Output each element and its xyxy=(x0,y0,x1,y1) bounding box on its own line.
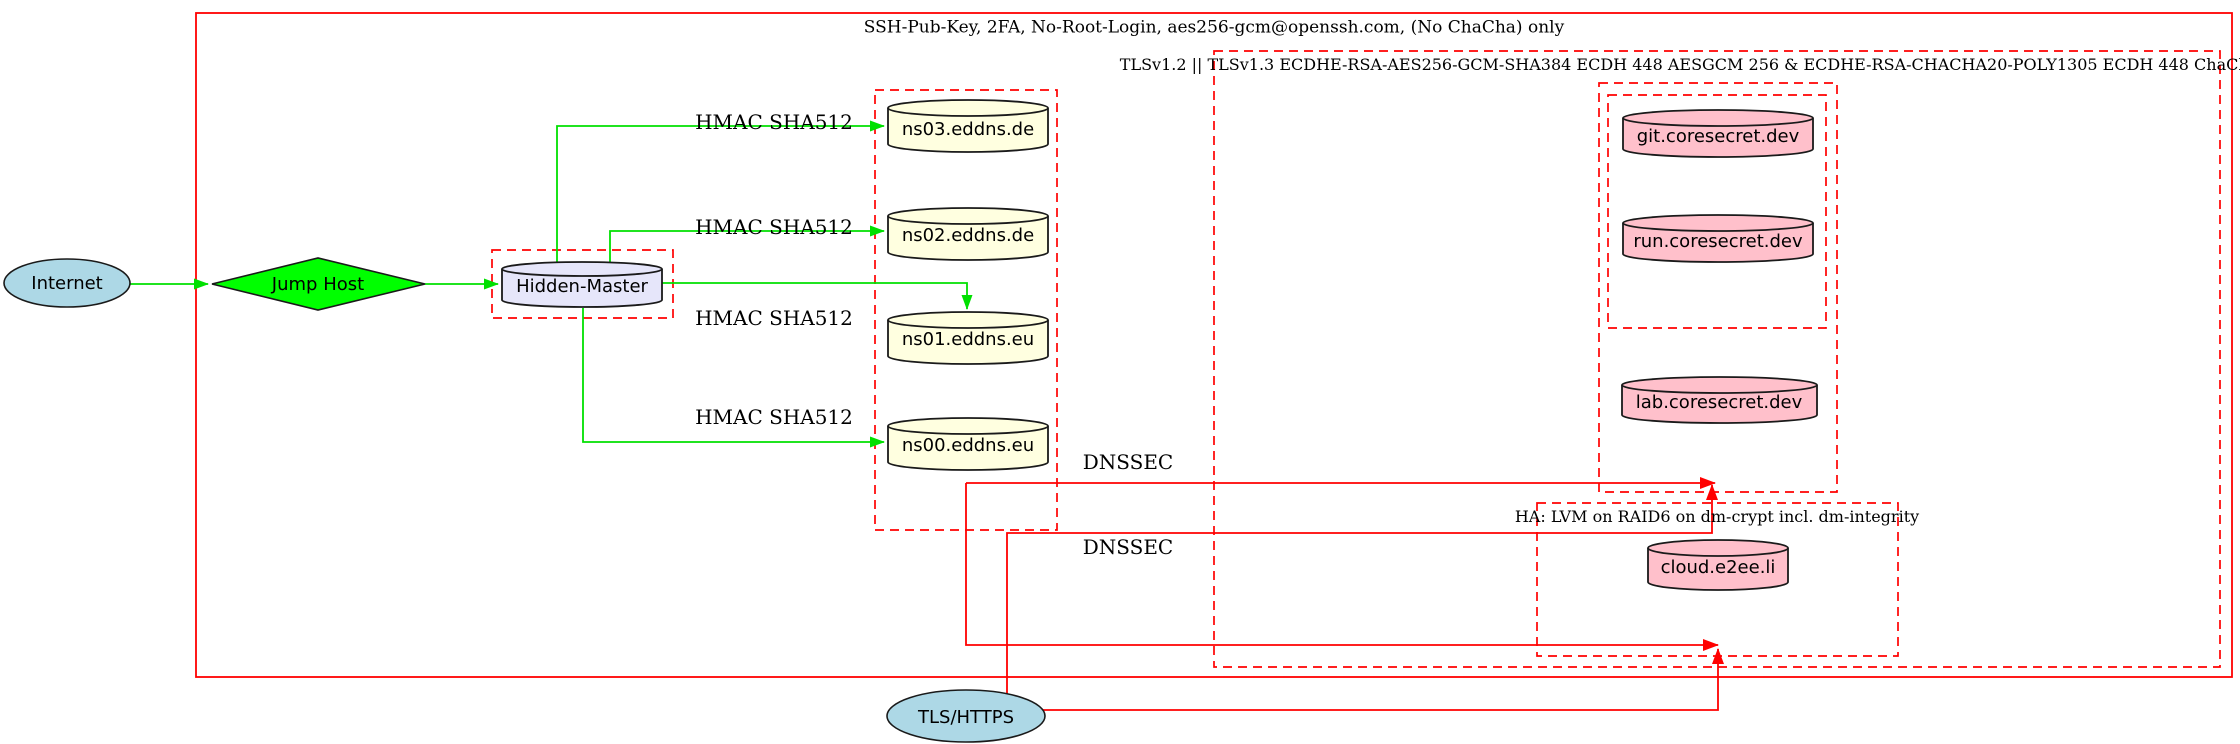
node-lab-cylinder xyxy=(1621,376,1818,424)
node-cloud-label: cloud.e2ee.li xyxy=(1660,557,1776,578)
edge-tlshttps-to-coresecret xyxy=(1006,484,1718,694)
node-hiddenmaster-label: Hidden-Master xyxy=(516,276,648,297)
node-ns02-cylinder-rim xyxy=(887,215,1049,225)
cluster-coresecret-outer-box xyxy=(1598,82,1838,493)
node-run-cylinder-rim xyxy=(1622,222,1814,232)
node-jumphost-diamond xyxy=(211,257,426,311)
edge-label-hmac-ns01: HMAC SHA512 xyxy=(695,306,853,330)
node-internet-ellipse xyxy=(3,258,131,308)
node-cloud-cylinder xyxy=(1647,539,1789,591)
node-hiddenmaster-cylinder xyxy=(501,261,663,308)
edge-label-hmac-ns00: HMAC SHA512 xyxy=(695,405,853,429)
node-ns01-cylinder-rim xyxy=(887,319,1049,329)
node-ns03-label: ns03.eddns.de xyxy=(901,119,1035,140)
node-ns02-label: ns02.eddns.de xyxy=(901,225,1035,246)
cluster-ha-label: HA: LVM on RAID6 on dm-crypt incl. dm-in… xyxy=(1514,507,1920,526)
node-lab-cylinder-rim xyxy=(1621,384,1818,394)
node-git-cylinder-rim xyxy=(1622,117,1814,127)
node-run-label: run.coresecret.dev xyxy=(1633,231,1803,252)
node-ns03-cylinder xyxy=(887,99,1049,153)
cluster-gitrun-inner-box xyxy=(1607,94,1827,329)
edge-label-dnssec-2: DNSSEC xyxy=(1082,535,1174,559)
node-ns01-cylinder xyxy=(887,311,1049,365)
cluster-tls-box xyxy=(1213,50,2221,668)
node-ns00-cylinder-rim xyxy=(887,425,1049,435)
node-git-cylinder xyxy=(1622,109,1814,158)
node-internet-label: Internet xyxy=(31,273,103,294)
cluster-tls-label: TLSv1.2 || TLSv1.3 ECDHE-RSA-AES256-GCM-… xyxy=(1119,55,2240,74)
node-cloud-cylinder-rim xyxy=(1647,547,1789,557)
edge-label-hmac-ns03: HMAC SHA512 xyxy=(695,110,853,134)
edge-label-dnssec-1: DNSSEC xyxy=(1082,450,1174,474)
node-ns03-cylinder-rim xyxy=(887,107,1049,117)
edge-hiddenmaster-to-ns02 xyxy=(609,225,885,263)
node-run-cylinder xyxy=(1622,214,1814,263)
node-hiddenmaster-cylinder-rim xyxy=(501,268,663,277)
node-ns02-cylinder xyxy=(887,207,1049,261)
node-ns00-cylinder xyxy=(887,417,1049,471)
node-lab-label: lab.coresecret.dev xyxy=(1635,392,1803,413)
edge-tlshttps-to-ha xyxy=(1042,648,1724,711)
edge-dnssec-lower-branch xyxy=(965,483,1719,651)
cluster-ssh-box xyxy=(195,12,2233,678)
node-ns00-label: ns00.eddns.eu xyxy=(901,435,1035,456)
node-jumphost-label: Jump Host xyxy=(271,274,365,295)
edge-label-hmac-ns02: HMAC SHA512 xyxy=(695,215,853,239)
node-tlshttps-ellipse xyxy=(886,689,1046,743)
node-ns01-label: ns01.eddns.eu xyxy=(901,329,1035,350)
edge-hiddenmaster-to-ns00 xyxy=(582,308,885,448)
node-tlshttps-label: TLS/HTTPS xyxy=(917,707,1015,728)
cluster-ssh-label: SSH-Pub-Key, 2FA, No-Root-Login, aes256-… xyxy=(863,17,1565,38)
edge-hiddenmaster-to-ns03 xyxy=(556,120,885,263)
cluster-hidden-master-box xyxy=(491,249,674,319)
edge-hiddenmaster-to-ns01 xyxy=(662,282,973,310)
node-git-label: git.coresecret.dev xyxy=(1636,126,1800,147)
